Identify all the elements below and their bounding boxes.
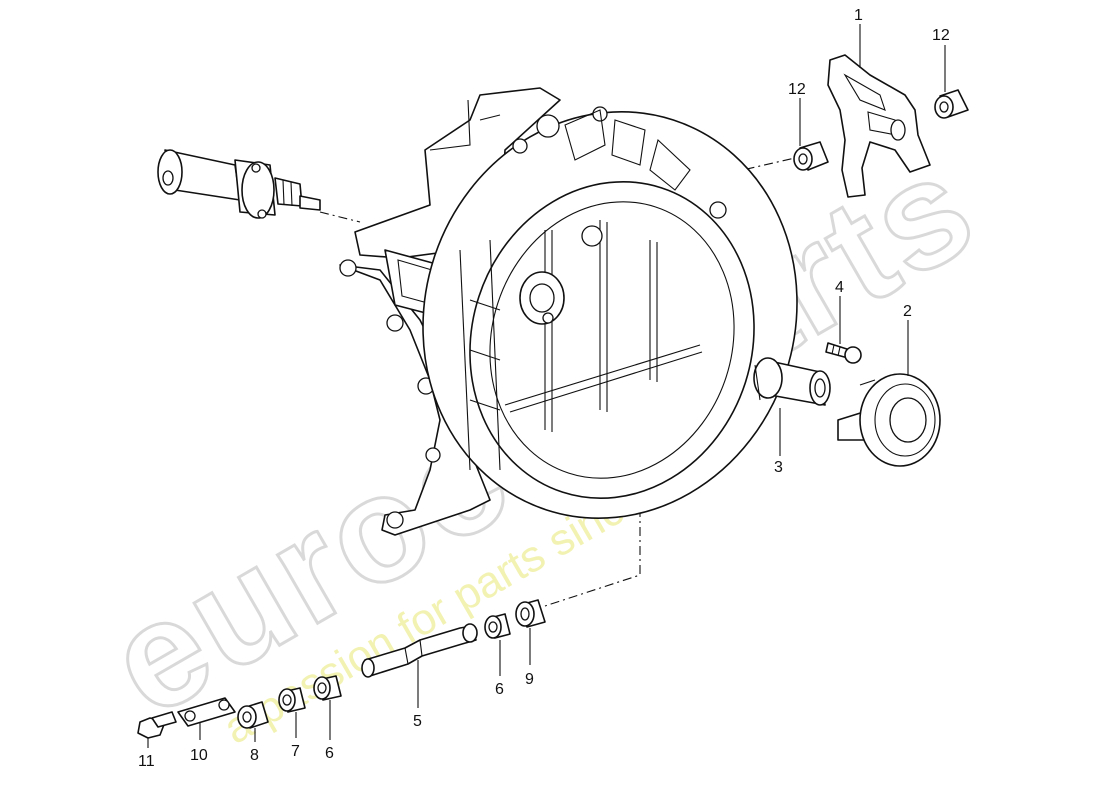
- callout-12-lower: 12: [788, 81, 806, 98]
- bushing-8: [237, 701, 269, 729]
- clutch-housing: [339, 87, 798, 536]
- callouts: 1 12 12 4 2 3 6 9 5 11 10 8 7 6: [138, 7, 950, 770]
- bushing-12-lower: [793, 141, 829, 171]
- callout-11: 11: [138, 753, 155, 770]
- bushing-6-upper: [484, 613, 511, 639]
- bracket-10: [177, 697, 236, 727]
- pushrod-5: [361, 623, 478, 678]
- bushing-12-upper: [934, 89, 969, 119]
- bushing-7: [278, 687, 306, 713]
- bolt-11: [137, 711, 177, 739]
- callout-8: 8: [250, 747, 259, 764]
- callout-5: 5: [413, 713, 422, 730]
- leader-lines: [147, 24, 946, 748]
- guide-sleeve-3: [753, 357, 831, 406]
- release-fork: [827, 54, 931, 198]
- slave-cylinder: [157, 149, 321, 219]
- callout-7: 7: [291, 743, 300, 760]
- callout-1: 1: [854, 7, 863, 24]
- callout-4: 4: [835, 279, 844, 296]
- callout-10: 10: [190, 747, 208, 764]
- callout-9: 9: [525, 671, 534, 688]
- callout-12-upper: 12: [932, 27, 950, 44]
- bolt-4: [825, 342, 862, 364]
- callout-3: 3: [774, 459, 783, 476]
- callout-2: 2: [903, 303, 912, 320]
- release-bearing-2: [837, 373, 941, 467]
- bushing-9: [515, 599, 546, 628]
- callout-6-upper: 6: [495, 681, 504, 698]
- callout-6-lower: 6: [325, 745, 334, 762]
- bushing-6-lower: [313, 675, 342, 701]
